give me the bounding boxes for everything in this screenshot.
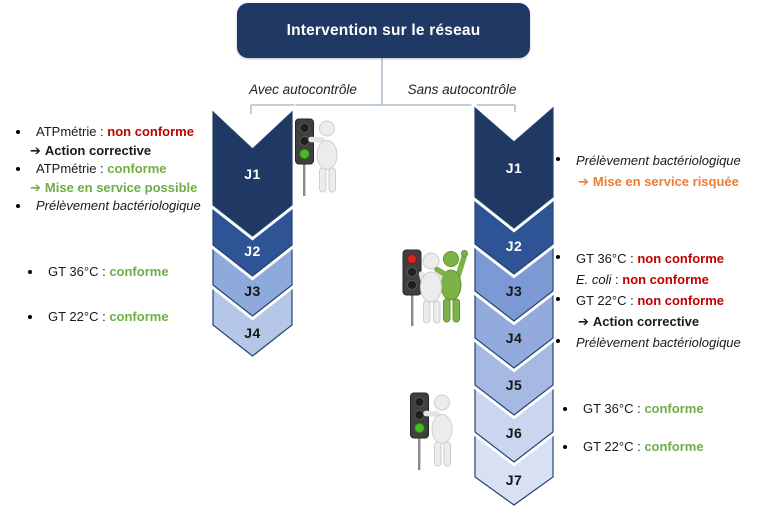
person-white-icon	[423, 394, 453, 467]
note-sans-j3: GT 36°C : non conforme E. coli : non con…	[548, 248, 766, 353]
chevron-label: J3	[244, 283, 261, 299]
status-text: conforme	[107, 161, 167, 176]
arrow-right-icon: ➔	[578, 174, 589, 189]
list-item: Prélèvement bactériologique	[548, 150, 766, 171]
test-label: GT 36°C :	[576, 251, 638, 266]
traffic-light-green-icon	[295, 118, 338, 196]
chevron-stack-sans: J1 J2 J3 J4 J5 J6 J7	[471, 100, 557, 507]
chevron-j1	[471, 100, 557, 233]
test-label: GT 22°C :	[48, 308, 110, 324]
person-green-icon	[440, 250, 468, 323]
list-item-action: ➔Mise en service possible	[8, 179, 233, 198]
action-text: Action corrective	[44, 142, 152, 158]
chevron-label: J5	[506, 377, 523, 393]
traffic-light-red-lamp	[406, 253, 418, 265]
test-label: GT 36°C :	[48, 264, 110, 279]
action-text: Action corrective	[592, 314, 700, 329]
list-item: GT 36°C : conforme	[555, 400, 755, 419]
list-item: E. coli : non conforme	[548, 269, 766, 290]
thumbs-up-icon	[461, 250, 468, 257]
list-item: GT 22°C : conforme	[555, 438, 755, 457]
status-text: non conforme	[107, 124, 194, 139]
arrow-right-icon: ➔	[30, 179, 41, 195]
chevron-label: J6	[506, 425, 523, 441]
test-label: ATPmétrie :	[36, 161, 108, 176]
status-text: conforme	[644, 438, 704, 454]
list-item-action: ➔Mise en service risquée	[548, 171, 766, 192]
test-label: Prélèvement bactériologique	[576, 335, 741, 350]
traffic-light-pole	[303, 162, 306, 196]
test-label: GT 36°C :	[583, 401, 645, 416]
test-label: GT 22°C :	[576, 293, 638, 308]
chevron-label: J1	[506, 160, 523, 176]
traffic-light-green-lamp	[299, 148, 310, 160]
test-label: E. coli	[576, 272, 612, 287]
list-item: Prélèvement bactériologique	[8, 197, 233, 216]
arrow-right-icon: ➔	[30, 142, 41, 158]
traffic-light-off	[414, 409, 425, 421]
list-item: ATPmétrie : non conforme	[8, 123, 233, 142]
list-item-action: ➔Action corrective	[8, 142, 233, 161]
traffic-light-green-icon	[410, 392, 453, 470]
action-text: Mise en service risquée	[592, 174, 739, 189]
note-avec-j1: ATPmétrie : non conforme ➔Action correct…	[8, 123, 233, 216]
status-text: non conforme	[622, 272, 709, 287]
test-label: GT 22°C :	[583, 438, 645, 454]
action-text: Mise en service possible	[44, 179, 198, 195]
person-white-icon	[308, 120, 338, 193]
test-label: Prélèvement bactériologique	[576, 153, 741, 168]
list-item-action: ➔Action corrective	[548, 311, 766, 332]
traffic-light-off	[299, 135, 310, 147]
note-avec-j3: GT 36°C : conforme GT 22°C : conforme	[20, 263, 220, 326]
traffic-light-pole	[411, 295, 414, 326]
traffic-light-green-lamp	[414, 422, 425, 434]
status-text: conforme	[109, 308, 169, 324]
list-item: GT 22°C : conforme	[20, 308, 220, 327]
list-item: GT 36°C : non conforme	[548, 248, 766, 269]
chevron-label: J2	[506, 238, 523, 254]
note-sans-j1: Prélèvement bactériologique ➔Mise en ser…	[548, 150, 766, 192]
test-label: ATPmétrie :	[36, 124, 108, 139]
list-item: ATPmétrie : conforme	[8, 160, 233, 179]
title-box: Intervention sur le réseau	[237, 3, 530, 58]
traffic-light-off	[414, 396, 425, 408]
arrow-right-icon: ➔	[578, 314, 589, 329]
status-text: non conforme	[637, 251, 724, 266]
list-item: GT 22°C : non conforme	[548, 290, 766, 311]
traffic-light-off	[406, 279, 418, 291]
traffic-light-pole	[418, 436, 421, 470]
raised-arm	[455, 254, 467, 279]
person-white-icon	[418, 252, 444, 324]
chevron-stack-avec: J1 J2 J3 J4	[209, 103, 296, 361]
chevron-label: J4	[506, 330, 523, 346]
status-text: non conforme	[637, 293, 724, 308]
list-item: GT 36°C : conforme	[20, 263, 220, 282]
traffic-light-off	[406, 266, 418, 278]
chevron-label: J4	[244, 325, 261, 341]
chevron-label: J7	[506, 472, 523, 488]
branch-label-sans-autocontrole: Sans autocontrôle	[407, 82, 517, 97]
separator: :	[611, 272, 623, 287]
chevron-label: J2	[244, 243, 261, 259]
arm-on-shoulder	[434, 266, 446, 276]
traffic-light-red-icon	[402, 249, 468, 326]
chevron-j1	[209, 103, 296, 241]
status-text: conforme	[644, 401, 704, 416]
status-text: conforme	[109, 264, 169, 279]
list-item: Prélèvement bactériologique	[548, 332, 766, 353]
branch-label-avec-autocontrole: Avec autocontrôle	[249, 82, 357, 97]
note-sans-j6: GT 36°C : conforme GT 22°C : conforme	[555, 400, 755, 456]
traffic-light-off	[299, 122, 310, 134]
chevron-label: J1	[244, 166, 261, 182]
test-label: Prélèvement bactériologique	[36, 198, 201, 213]
chevron-label: J3	[506, 283, 523, 299]
page-title: Intervention sur le réseau	[286, 21, 481, 39]
